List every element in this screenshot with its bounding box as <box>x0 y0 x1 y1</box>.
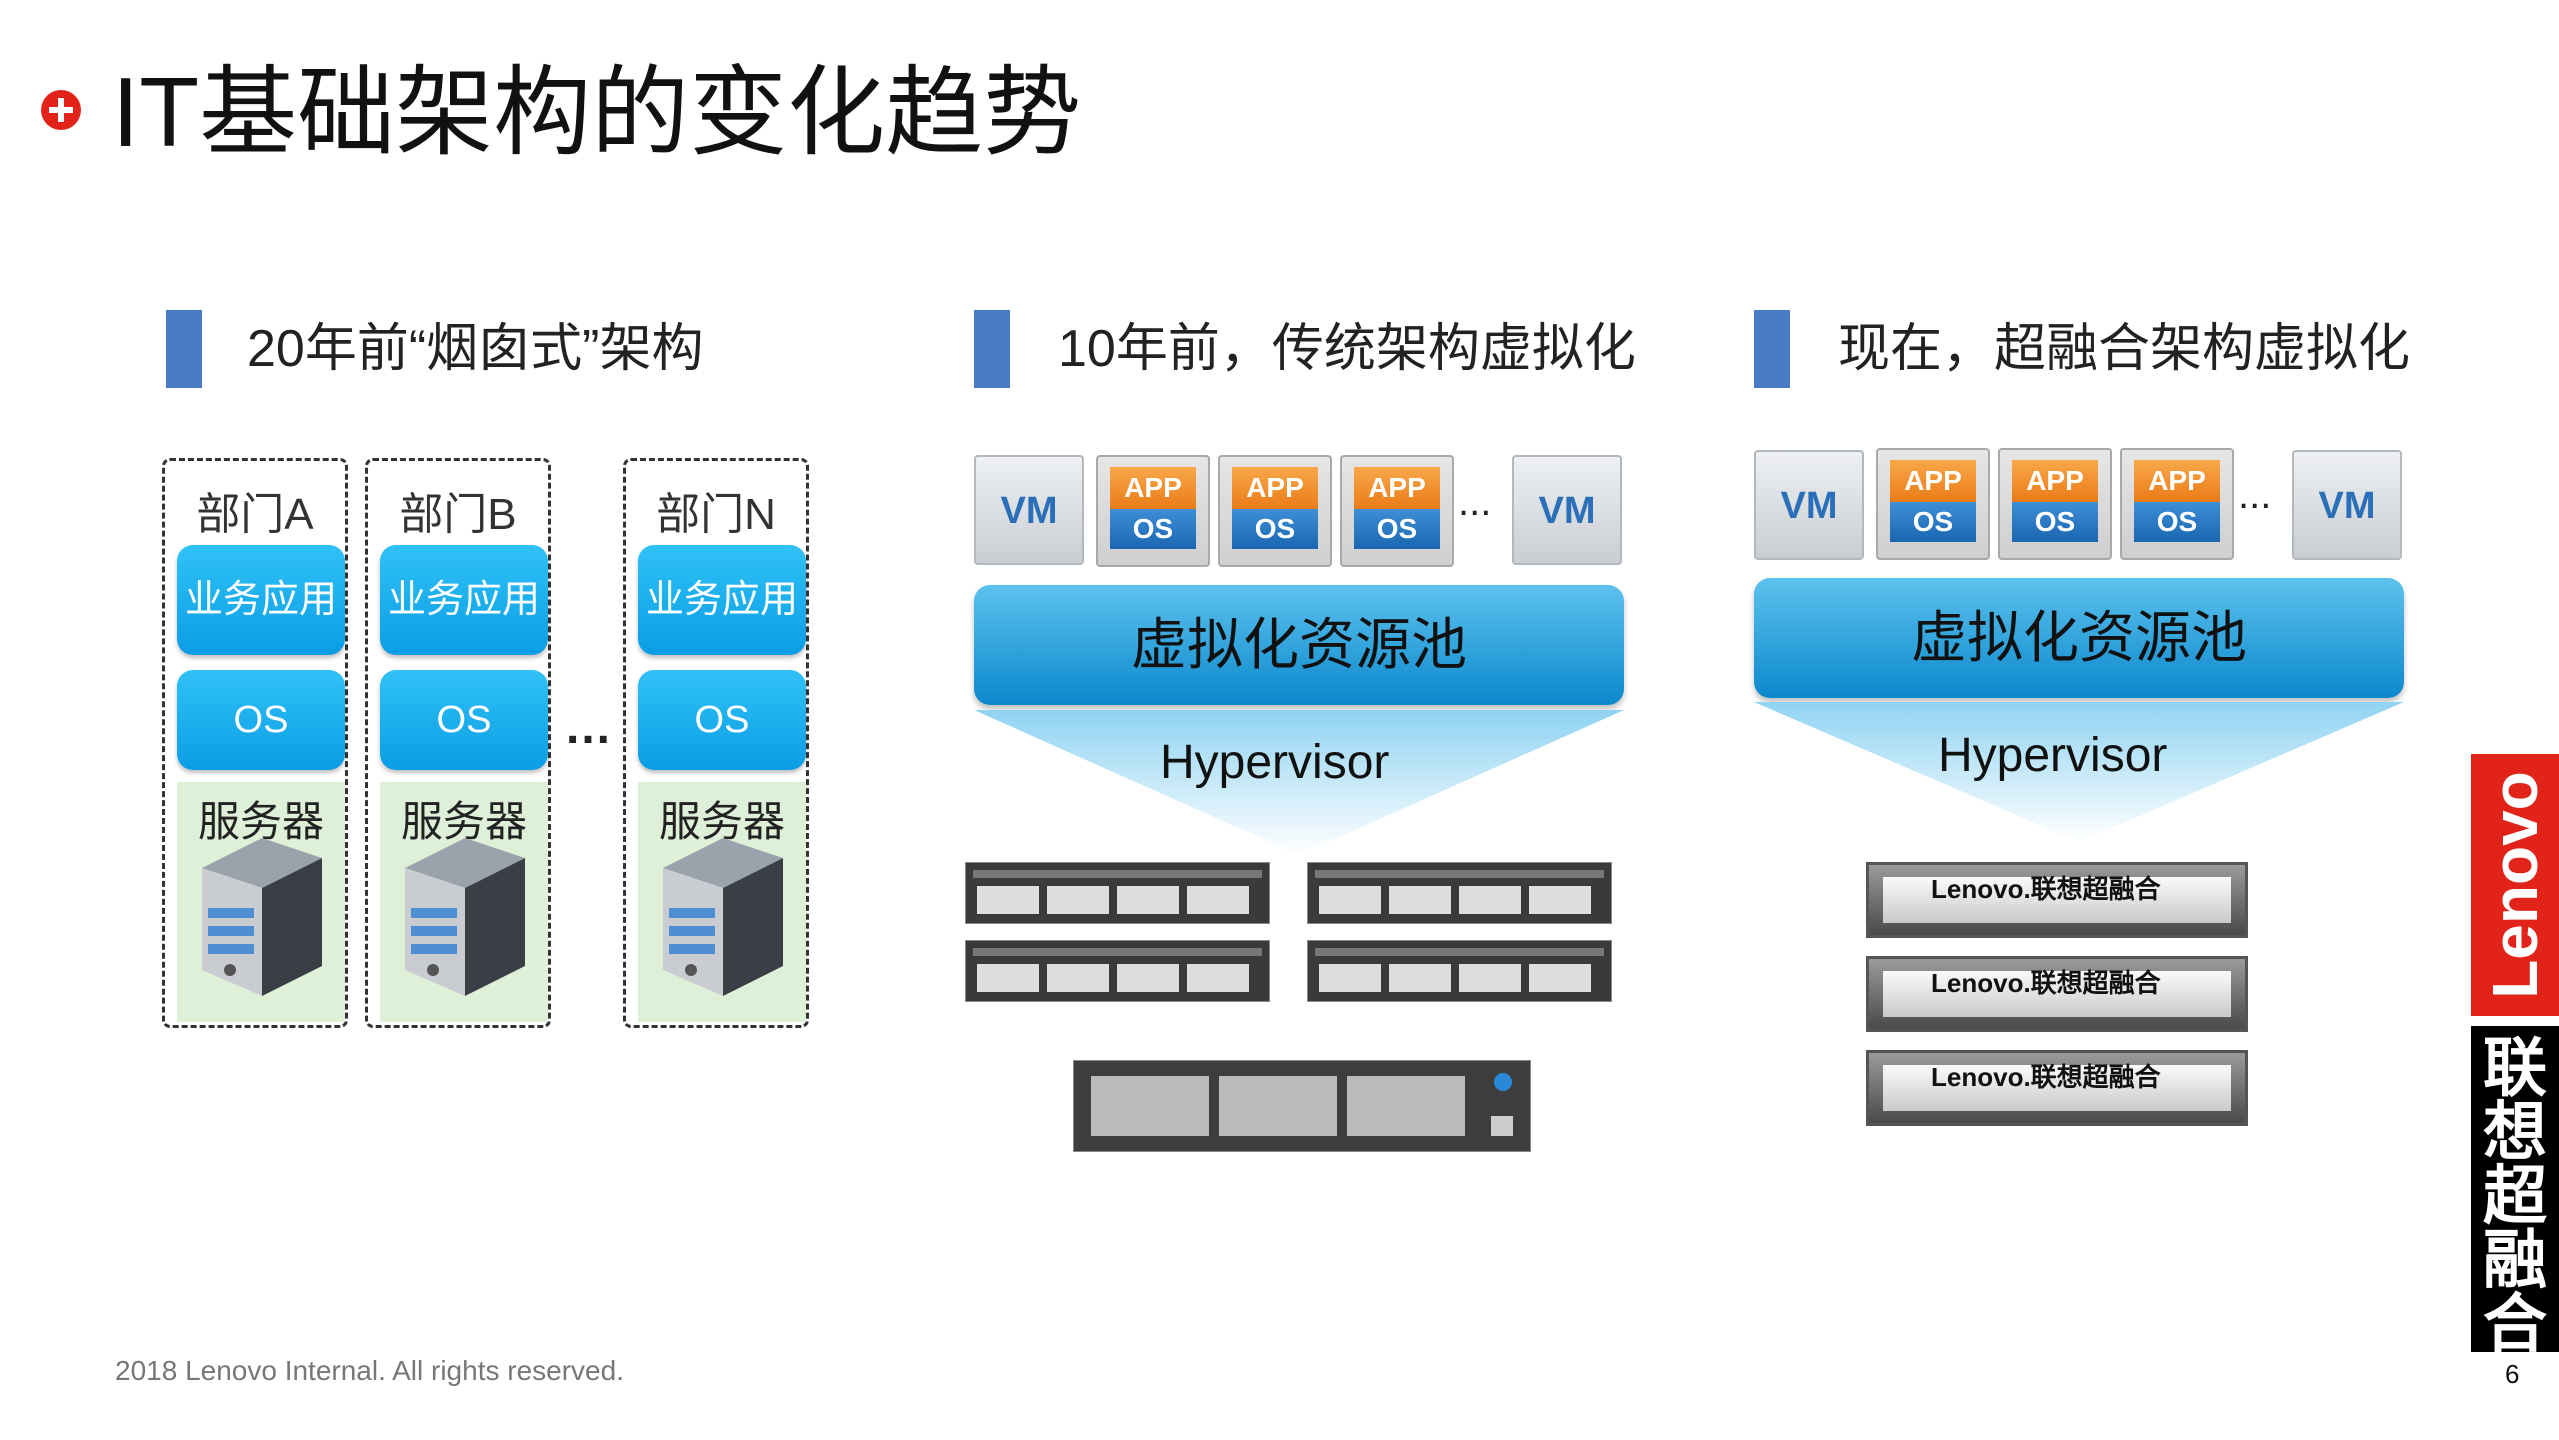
hci-appliance: Lenovo.联想超融合 <box>1866 1050 2248 1126</box>
section-title-traditional: 10年前，传统架构虚拟化 <box>1058 320 1636 378</box>
vm-box: VM <box>974 455 1084 565</box>
business-app-block: 业务应用 <box>638 545 806 655</box>
app-label: APP <box>1110 467 1196 509</box>
brand-char: 超 <box>2483 1160 2547 1232</box>
section-title-silo: 20年前“烟囱式”架构 <box>247 320 704 378</box>
department-name: 部门A <box>196 490 314 539</box>
section-marker <box>974 310 1010 388</box>
vm-box: VM <box>1754 450 1864 560</box>
hci-appliance: Lenovo.联想超融合 <box>1866 862 2248 938</box>
business-app-label: 业务应用 <box>387 579 540 621</box>
app-os-box: APP OS <box>1998 448 2112 560</box>
os-label: OS <box>1110 509 1196 549</box>
resource-pool-bar: 虚拟化资源池 <box>974 585 1624 705</box>
server-label: 服务器 <box>197 798 324 845</box>
hci-appliance: Lenovo.联想超融合 <box>1866 956 2248 1032</box>
ellipsis: ... <box>2238 473 2272 517</box>
business-app-label: 业务应用 <box>184 579 337 621</box>
brand-char: 联 <box>2483 1032 2547 1104</box>
lenovo-logo: Lenovo <box>2471 754 2559 1016</box>
section-marker <box>1754 310 1790 388</box>
department-box <box>162 458 348 1028</box>
os-block: OS <box>177 670 345 770</box>
business-app-block: 业务应用 <box>177 545 345 655</box>
page-number: 6 <box>2505 1359 2520 1389</box>
ellipsis: ... <box>1458 480 1492 524</box>
app-label: APP <box>2134 460 2220 502</box>
resource-pool-bar: 虚拟化资源池 <box>1754 578 2404 698</box>
vm-box: VM <box>1512 455 1622 565</box>
brand-name: 联 想 超 融 合 <box>2471 1026 2559 1356</box>
department-box <box>365 458 551 1028</box>
rack-server-icon <box>1307 862 1612 924</box>
app-label: APP <box>1890 460 1976 502</box>
business-app-label: 业务应用 <box>645 579 798 621</box>
app-label: APP <box>1354 467 1440 509</box>
rack-server-icon <box>1307 940 1612 1002</box>
vm-box: VM <box>2292 450 2402 560</box>
server-tower-icon <box>405 838 525 996</box>
department-name: 部门N <box>656 490 776 539</box>
app-label: APP <box>1232 467 1318 509</box>
storage-array-icon <box>1073 1060 1531 1152</box>
rack-server-icon <box>965 940 1270 1002</box>
section-title-hci: 现在，超融合架构虚拟化 <box>1838 320 2411 378</box>
rack-server-icon <box>965 862 1270 924</box>
app-os-box: APP OS <box>1340 455 1454 567</box>
server-label: 服务器 <box>400 798 527 845</box>
os-label: OS <box>2134 502 2220 542</box>
os-block: OS <box>380 670 548 770</box>
app-os-box: APP OS <box>1096 455 1210 567</box>
app-os-box: APP OS <box>2120 448 2234 560</box>
server-tower-icon <box>202 838 322 996</box>
appliance-label: Lenovo.联想超融合 <box>1931 968 2161 998</box>
section-marker <box>166 310 202 388</box>
appliance-label: Lenovo.联想超融合 <box>1931 874 2161 904</box>
brand-char: 合 <box>2483 1288 2547 1360</box>
hypervisor-label: Hypervisor <box>1160 736 1390 789</box>
os-block: OS <box>638 670 806 770</box>
plus-circle-icon <box>41 90 81 130</box>
brand-char: 想 <box>2483 1096 2547 1168</box>
appliance-label: Lenovo.联想超融合 <box>1931 1062 2161 1092</box>
server-tower-icon <box>663 838 783 996</box>
app-label: APP <box>2012 460 2098 502</box>
hypervisor-funnel <box>1754 702 2404 842</box>
server-label: 服务器 <box>658 798 785 845</box>
ellipsis: ... <box>566 701 613 754</box>
os-label: OS <box>233 699 289 741</box>
department-box <box>623 458 809 1028</box>
footer-copyright: 2018 Lenovo Internal. All rights reserve… <box>115 1355 624 1386</box>
app-os-box: APP OS <box>1218 455 1332 567</box>
hypervisor-funnel <box>974 710 1624 855</box>
department-name: 部门B <box>399 490 517 539</box>
os-label: OS <box>1232 509 1318 549</box>
os-label: OS <box>2012 502 2098 542</box>
lenovo-logo-text: Lenovo <box>2479 771 2551 999</box>
os-label: OS <box>436 699 492 741</box>
os-label: OS <box>694 699 750 741</box>
brand-char: 融 <box>2483 1224 2547 1296</box>
os-label: OS <box>1354 509 1440 549</box>
page-title: IT基础架构的变化趋势 <box>112 57 1082 167</box>
business-app-block: 业务应用 <box>380 545 548 655</box>
app-os-box: APP OS <box>1876 448 1990 560</box>
os-label: OS <box>1890 502 1976 542</box>
hypervisor-label: Hypervisor <box>1938 729 2168 782</box>
